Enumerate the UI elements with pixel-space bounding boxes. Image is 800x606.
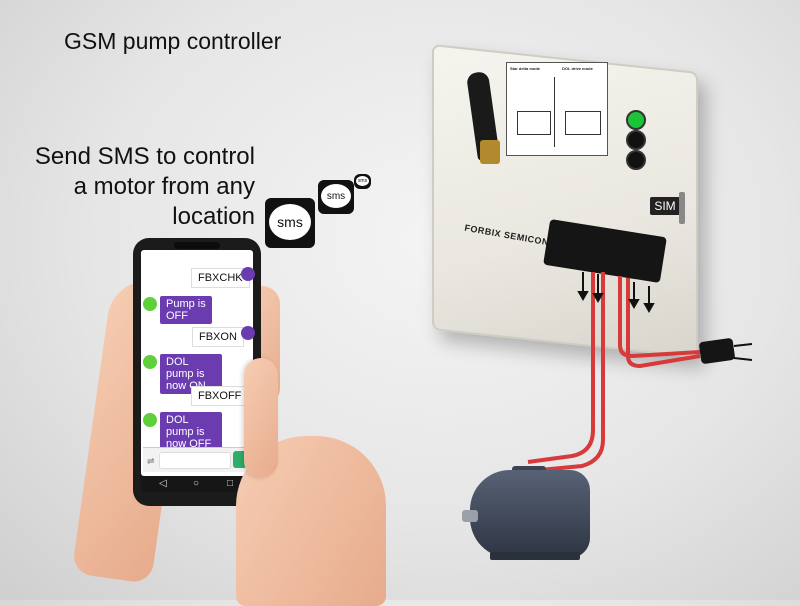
tapping-finger: [244, 358, 278, 478]
avatar: [143, 297, 157, 311]
attach-icon[interactable]: ⇌: [147, 456, 155, 466]
electric-motor: [470, 470, 590, 558]
diagram-title-dol: DOL drive mode: [562, 66, 593, 71]
supply-cable: [626, 278, 701, 369]
sms-bubble-label: sms: [321, 184, 351, 208]
recent-apps-icon[interactable]: □: [227, 478, 234, 489]
page-title: GSM pump controller: [64, 28, 282, 54]
diagram-title-star-delta: Star delta mode: [510, 66, 541, 71]
message-outgoing: FBXON: [192, 327, 244, 347]
motor-cable: [527, 272, 595, 464]
tagline-line-1: Send SMS to control: [34, 143, 255, 170]
phone-notch: [174, 242, 220, 249]
sim-slot[interactable]: [679, 192, 685, 224]
back-icon[interactable]: ◁: [159, 478, 167, 489]
antenna-connector: [480, 140, 500, 164]
sms-bubble-icon: sms: [318, 180, 354, 214]
message-text-field[interactable]: [159, 452, 231, 469]
supply-cable: [618, 276, 701, 359]
power-icon: [626, 110, 646, 130]
plug-icon: [698, 337, 736, 365]
message-outgoing: FBXCHK: [191, 268, 250, 288]
send-button[interactable]: [233, 451, 247, 468]
wiring-diagram-label: Star delta mode DOL drive mode: [506, 62, 608, 156]
tagline-line-2: a motor from any: [73, 173, 255, 200]
avatar: [143, 355, 157, 369]
home-icon[interactable]: ○: [193, 478, 200, 489]
arrow-icon: [643, 303, 655, 314]
plug-pin: [733, 343, 753, 347]
avatar: [241, 267, 255, 281]
message-input[interactable]: ⇌: [143, 447, 251, 472]
sms-bubble-icon: sms: [265, 198, 315, 248]
motor-shaft: [462, 510, 478, 522]
motor-cable: [539, 272, 605, 472]
message-incoming: Pump is OFF: [160, 296, 212, 324]
phone-icon: [626, 130, 646, 150]
sim-label: SIM: [650, 197, 680, 215]
message-icon: [626, 150, 646, 170]
tagline-line-3: location: [172, 203, 255, 230]
arrow-icon: [592, 293, 604, 304]
avatar: [143, 413, 157, 427]
phone-nav-bar: ◁ ○ □: [141, 476, 253, 492]
sms-bubble-label: sms: [356, 176, 369, 186]
sms-bubble-icon: sms: [354, 174, 371, 189]
arrow-icon: [628, 299, 640, 310]
sms-bubble-label: sms: [269, 204, 311, 240]
avatar: [241, 326, 255, 340]
arrow-icon: [577, 291, 589, 302]
motor-feet: [490, 552, 580, 560]
plug-pin: [733, 357, 753, 361]
